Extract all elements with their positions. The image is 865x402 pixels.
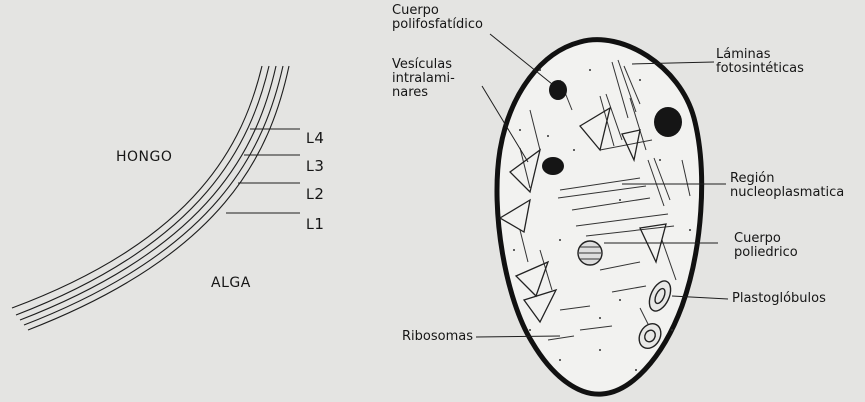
label-region-nucleoplasmatica: Región nucleoplasmatica — [730, 172, 844, 200]
layer-label-l3: L3 — [306, 145, 324, 174]
alga-label: ALGA — [211, 276, 251, 290]
layer-leader-lines — [226, 129, 300, 213]
layer-label-l2: L2 — [306, 173, 324, 202]
polyphosphate-body-1 — [549, 80, 567, 100]
polyhedral-body — [578, 241, 602, 265]
cell-wall — [497, 40, 702, 394]
layer-label-l1-sub: 1 — [314, 215, 324, 233]
polyphosphate-body-3 — [542, 157, 564, 175]
layer-label-l4: L4 — [306, 117, 324, 146]
layer-label-l2-sub: 2 — [314, 185, 324, 203]
label-cuerpo-poliedrico: Cuerpo poliedrico — [734, 232, 798, 260]
layer-label-l1: L1 — [306, 203, 324, 232]
polyphosphate-body-2 — [654, 107, 682, 137]
algal-cell — [476, 34, 728, 394]
label-ribosomas: Ribosomas — [402, 330, 473, 344]
label-laminas-fotosinteticas: Láminas fotosintéticas — [716, 48, 804, 76]
layer-line-1 — [12, 66, 262, 308]
label-cuerpo-polifosfatidico: Cuerpo polifosfatídico — [392, 4, 483, 32]
leader-cuerpo-polifosfatidico — [490, 34, 552, 84]
label-plastoglobulos: Plastoglóbulos — [732, 292, 826, 306]
hongo-label: HONGO — [116, 150, 172, 164]
label-vesiculas-intralaminares: Vesículas intralami- nares — [392, 58, 455, 100]
